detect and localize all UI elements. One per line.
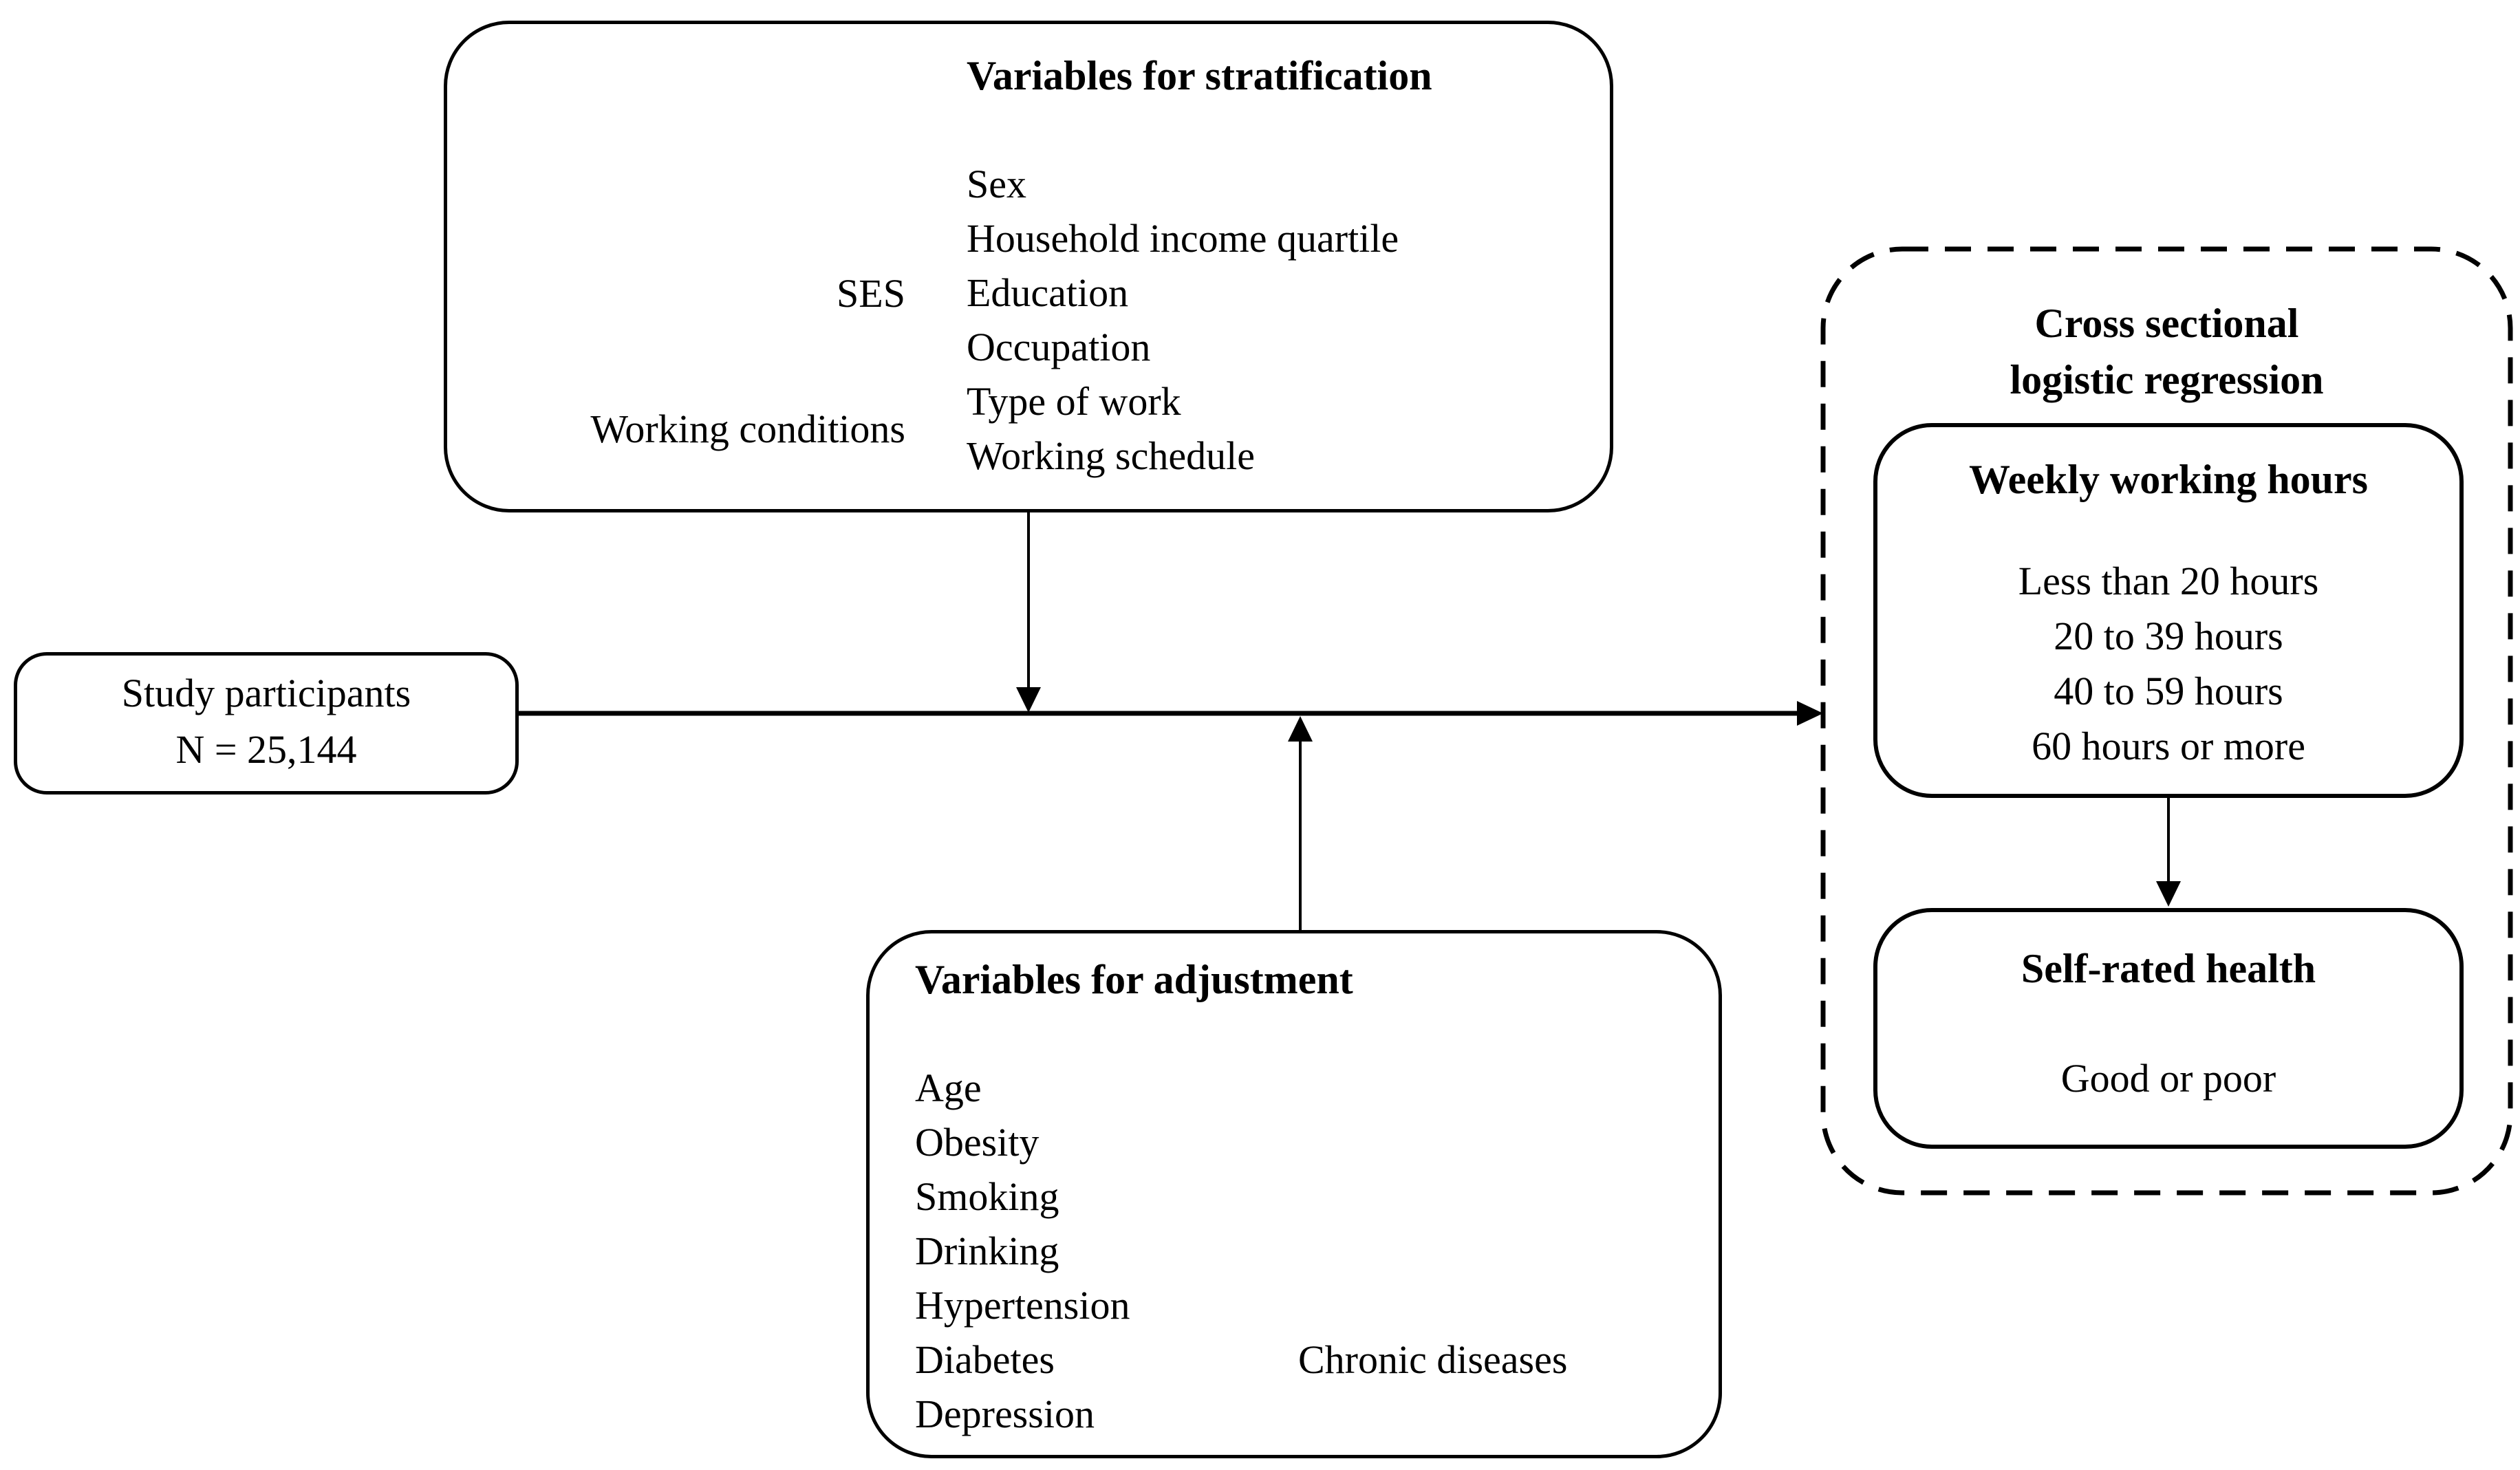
arrow-stratification-to-line [1016, 512, 1041, 713]
weekly-item-60-more: 60 hours or more [2032, 724, 2305, 768]
arrowhead-up-icon [1288, 716, 1313, 742]
working-item-working-schedule: Working schedule [967, 433, 1255, 478]
arrowhead-down-icon [1016, 687, 1041, 713]
participants-line1: Study participants [121, 671, 411, 715]
weekly-hours-title: Weekly working hours [1968, 457, 2369, 502]
adjustment-item-hypertension: Hypertension [915, 1283, 1130, 1328]
stratification-title: Variables for stratification [967, 53, 1432, 98]
adjustment-item-diabetes: Diabetes [915, 1337, 1055, 1382]
adjustment-box [866, 930, 1722, 1458]
adjustment-item-age: Age [915, 1066, 982, 1110]
adjustment-item-depression: Depression [915, 1392, 1095, 1436]
stratification-box [444, 21, 1613, 512]
participants-box [14, 652, 519, 795]
participants-count: N = 25,144 [175, 727, 357, 772]
arrowhead-down-icon [2156, 881, 2181, 907]
outcome-box [1873, 908, 2464, 1149]
arrow-weekly-to-outcome [2156, 798, 2181, 907]
ses-item-education: Education [967, 270, 1129, 315]
ses-item-household-income: Household income quartile [967, 216, 1399, 261]
arrow-participants-to-regression [519, 701, 1823, 726]
outcome-title: Self-rated health [2021, 946, 2316, 991]
arrow-adjustment-to-line [1288, 716, 1313, 930]
adjustment-item-obesity: Obesity [915, 1120, 1040, 1165]
adjustment-item-drinking: Drinking [915, 1229, 1059, 1273]
arrowhead-right-icon [1797, 701, 1823, 726]
working-conditions-label: Working conditions [590, 407, 905, 451]
regression-group-dashed-border [1820, 246, 2513, 1196]
ses-item-occupation: Occupation [967, 325, 1151, 369]
weekly-item-40-59: 40 to 59 hours [2054, 669, 2283, 713]
regression-title-line1: Cross sectional [2034, 301, 2299, 346]
adjustment-item-smoking: Smoking [915, 1174, 1059, 1219]
chronic-diseases-label: Chronic diseases [1298, 1337, 1568, 1382]
working-item-type-of-work: Type of work [967, 379, 1181, 424]
stratification-item-sex: Sex [967, 162, 1026, 206]
weekly-item-less-20: Less than 20 hours [2018, 559, 2319, 603]
adjustment-title: Variables for adjustment [915, 957, 1353, 1002]
weekly-hours-box [1873, 423, 2464, 798]
ses-label: SES [837, 271, 905, 316]
weekly-item-20-39: 20 to 39 hours [2054, 614, 2283, 658]
outcome-value: Good or poor [2060, 1056, 2276, 1101]
regression-title-line2: logistic regression [2010, 357, 2324, 402]
